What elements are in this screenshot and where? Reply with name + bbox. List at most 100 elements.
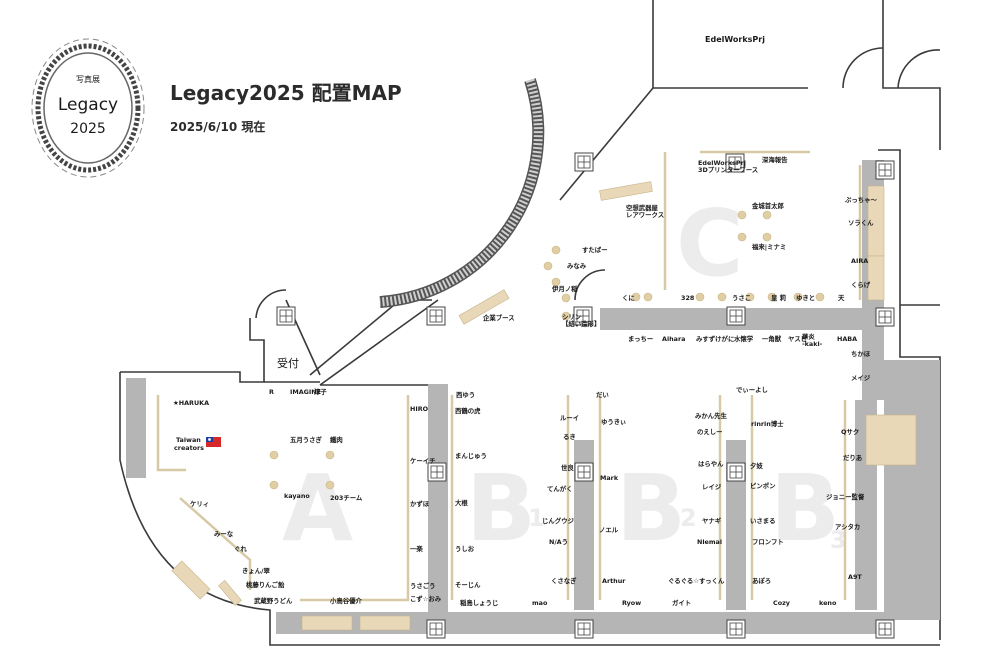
label-creators: creators <box>174 444 204 452</box>
exhibitor-label: 福来|ミナミ <box>751 242 786 252</box>
exhibitor-label: まっちー <box>628 334 653 343</box>
logo-kanji: 写真展 <box>76 74 100 84</box>
zone-b2-letter: B <box>616 455 686 562</box>
exhibitor-label: 夕妓 <box>750 461 763 470</box>
page-title: Legacy2025 配置MAP <box>170 81 402 105</box>
pillar <box>875 619 895 639</box>
exhibitor-label: 328 <box>681 294 695 302</box>
exhibitor-label: Cozy <box>773 599 791 607</box>
zone-b3-letter: B <box>770 455 840 562</box>
pillar <box>573 306 593 326</box>
pillar <box>875 307 895 327</box>
zone-a-letter: A <box>282 455 353 562</box>
exhibitor-label: ヤスピ <box>788 334 808 343</box>
pillar <box>276 306 296 326</box>
exhibitor-label: レイジ <box>702 483 722 491</box>
exhibitor-label: mao <box>532 599 548 607</box>
exhibitor-label: 一楽 <box>410 544 423 553</box>
exhibitor-label: 西ゆう <box>456 391 475 399</box>
exhibitor-label: きょん/翠 <box>242 566 271 575</box>
pillar <box>725 153 745 173</box>
logo-name: Legacy <box>58 95 118 115</box>
exhibitor-label: アシタカ <box>835 522 860 531</box>
zone-c-letter: C <box>676 190 744 297</box>
exhibitor-label: kayano <box>284 492 310 500</box>
exhibitor-label: ソラくん <box>848 219 874 227</box>
exhibitor-label: Nlemal <box>697 538 722 546</box>
room-reception: 受付 <box>277 357 299 370</box>
exhibitor-label: 水懐学 <box>734 334 754 343</box>
exhibitor-label: HABA <box>837 335 857 343</box>
exhibitor-label: R <box>269 388 274 396</box>
exhibitor-label: ゆうきぃ <box>601 417 626 426</box>
pillar <box>426 619 446 639</box>
exhibitor-label: HIRO <box>410 405 429 413</box>
round-tables <box>269 210 825 490</box>
exhibitor-label: Aihara <box>662 335 685 343</box>
exhibitor-label: ケリィ <box>190 500 209 508</box>
exhibitor-label: うさごう <box>410 581 436 590</box>
exhibitor-label: まんじゅう <box>455 451 487 460</box>
exhibitor-label: 淳子 <box>314 387 327 396</box>
exhibitor-label: Arthur <box>602 577 626 585</box>
exhibitor-label: みかん先生 <box>695 411 728 420</box>
exhibitor-label: ぐれ <box>234 545 247 553</box>
exhibitor-label: るき <box>563 432 576 441</box>
zone-b2-sub: 2 <box>680 504 697 532</box>
exhibitor-label: IMAGINE <box>290 388 321 396</box>
exhibitor-label: 企業ブース <box>482 313 515 322</box>
exhibitor-label: だい <box>596 391 609 399</box>
exhibitor-label: はらやん <box>698 459 724 468</box>
exhibitor-label: 稲島しょうじ <box>460 598 498 607</box>
exhibitor-label: ちかほ <box>851 350 871 358</box>
exhibitor-label: ジョニー監督 <box>826 492 865 501</box>
exhibitor-label: メイジ <box>851 374 871 382</box>
exhibitor-label: N/Aう <box>549 538 568 546</box>
exhibitor-label: いさまる <box>750 516 776 525</box>
exhibitor-label: ケーイチ <box>410 457 436 465</box>
display-rails <box>156 150 862 602</box>
exhibitor-label: 一角獣 <box>762 334 782 343</box>
pillar <box>875 160 895 180</box>
exhibitor-label: みすずけがに <box>696 334 734 343</box>
legacy-logo: 写真展 Legacy 2025 <box>31 38 145 178</box>
exhibitor-label: rinrin博士 <box>751 419 784 428</box>
exhibitor-label: Ryow <box>622 599 641 607</box>
exhibitor-label: くに <box>622 294 635 302</box>
pillar <box>426 306 446 326</box>
exhibitor-label: keno <box>819 599 837 607</box>
exhibitor-label: みーな <box>214 529 234 538</box>
zone-b1-letter: B <box>466 455 536 562</box>
exhibitor-label: ピンポン <box>750 481 776 490</box>
pillar <box>726 306 746 326</box>
pillar <box>726 619 746 639</box>
corridors <box>126 160 940 634</box>
exhibitor-label: 203チーム <box>330 494 363 502</box>
exhibitor-label: ★HARUKA <box>173 399 209 407</box>
exhibitor-label: 伊月ノ稲 <box>551 284 578 293</box>
exhibitor-label: じんグウジ <box>542 516 575 525</box>
exhibitor-label: のえしー <box>697 427 723 436</box>
zone-b1-sub: 1 <box>528 504 545 532</box>
exhibitor-label: くさなぎ <box>551 576 577 585</box>
exhibitor-label: だりあ <box>843 453 862 462</box>
exhibitor-label: 西鶴の虎 <box>455 406 481 415</box>
page-date: 2025/6/10 現在 <box>170 119 265 134</box>
exhibitor-label: ぐるぐる☆すっくん <box>668 577 725 585</box>
pillar <box>427 462 447 482</box>
exhibitor-label: てんがく <box>547 484 573 493</box>
exhibitor-label: 天 <box>838 294 845 302</box>
benches <box>171 181 917 631</box>
exhibitor-label: そーじん <box>455 581 481 589</box>
logo-year: 2025 <box>70 121 106 137</box>
exhibitor-label: ノエル <box>599 526 619 534</box>
exhibitor-label: Qサク <box>841 427 859 436</box>
exhibitor-label: ガイト <box>672 598 691 607</box>
exhibitor-label: 皇 莉 <box>771 293 787 302</box>
zone-b3-sub: 3 <box>830 526 847 554</box>
exhibitor-label: 小鳥谷優介 <box>330 596 363 605</box>
exhibitor-label: 金城首太郎 <box>751 201 785 210</box>
exhibitor-label: AIRA <box>851 257 868 265</box>
